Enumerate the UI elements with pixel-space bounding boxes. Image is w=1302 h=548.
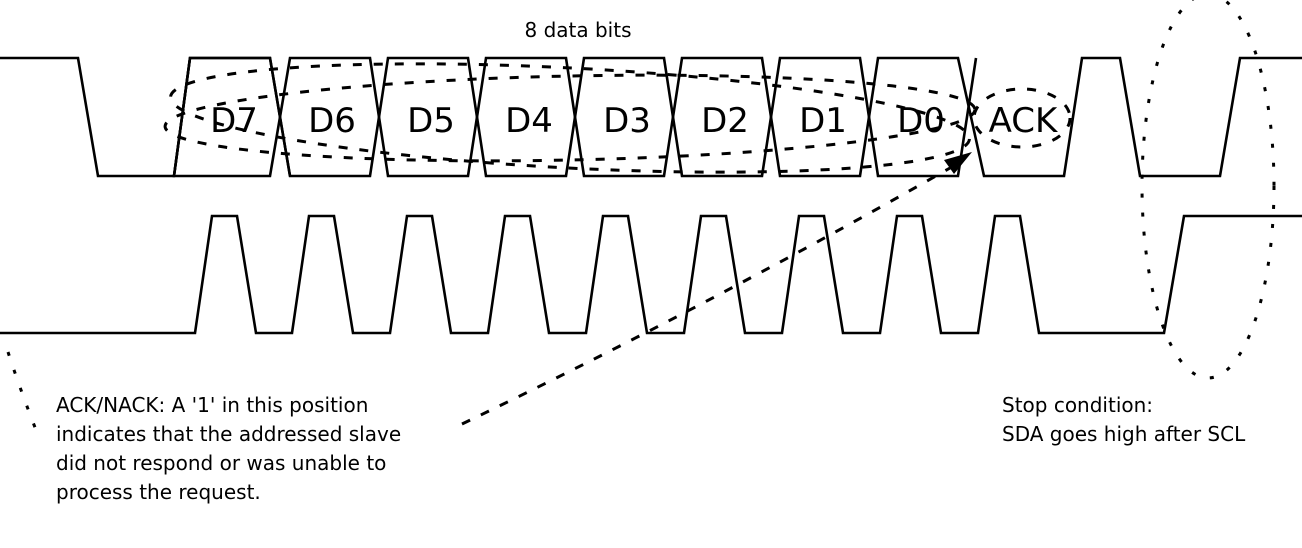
ack-label: ACK xyxy=(989,101,1059,141)
bit-label-d5: D5 xyxy=(407,101,455,141)
ack-nack-note: ACK/NACK: A '1' in this position indicat… xyxy=(56,391,401,507)
ack-note-line: process the request. xyxy=(56,480,261,504)
ack-note-line: did not respond or was unable to xyxy=(56,451,387,475)
bit-label-d6: D6 xyxy=(308,101,356,141)
stop-note-line: Stop condition: xyxy=(1002,393,1154,417)
ack-pointer-arrow xyxy=(461,152,972,426)
bit-label-d4: D4 xyxy=(505,101,553,141)
bit-labels: D7 D6 D5 D4 D3 D2 D1 D0 xyxy=(210,101,945,141)
scl-waveform xyxy=(0,214,1302,335)
data-bits-group-outline xyxy=(163,62,977,174)
ack-note-bracket xyxy=(6,351,42,441)
bit-label-d0: D0 xyxy=(897,101,945,141)
bit-label-d2: D2 xyxy=(701,101,749,141)
stop-note-line: SDA goes high after SCL xyxy=(1002,422,1246,446)
ack-note-line: indicates that the addressed slave xyxy=(56,422,402,446)
data-bits-header: 8 data bits xyxy=(524,18,631,42)
bit-label-d1: D1 xyxy=(799,101,847,141)
arrowhead-icon xyxy=(944,152,972,174)
stop-condition-note: Stop condition: SDA goes high after SCL xyxy=(1002,391,1245,449)
ack-outline xyxy=(972,87,1072,149)
bit-label-d7: D7 xyxy=(210,101,258,141)
ack-note-line: ACK/NACK: A '1' in this position xyxy=(56,393,369,417)
stop-condition-outline xyxy=(1140,0,1276,380)
bit-label-d3: D3 xyxy=(603,101,651,141)
